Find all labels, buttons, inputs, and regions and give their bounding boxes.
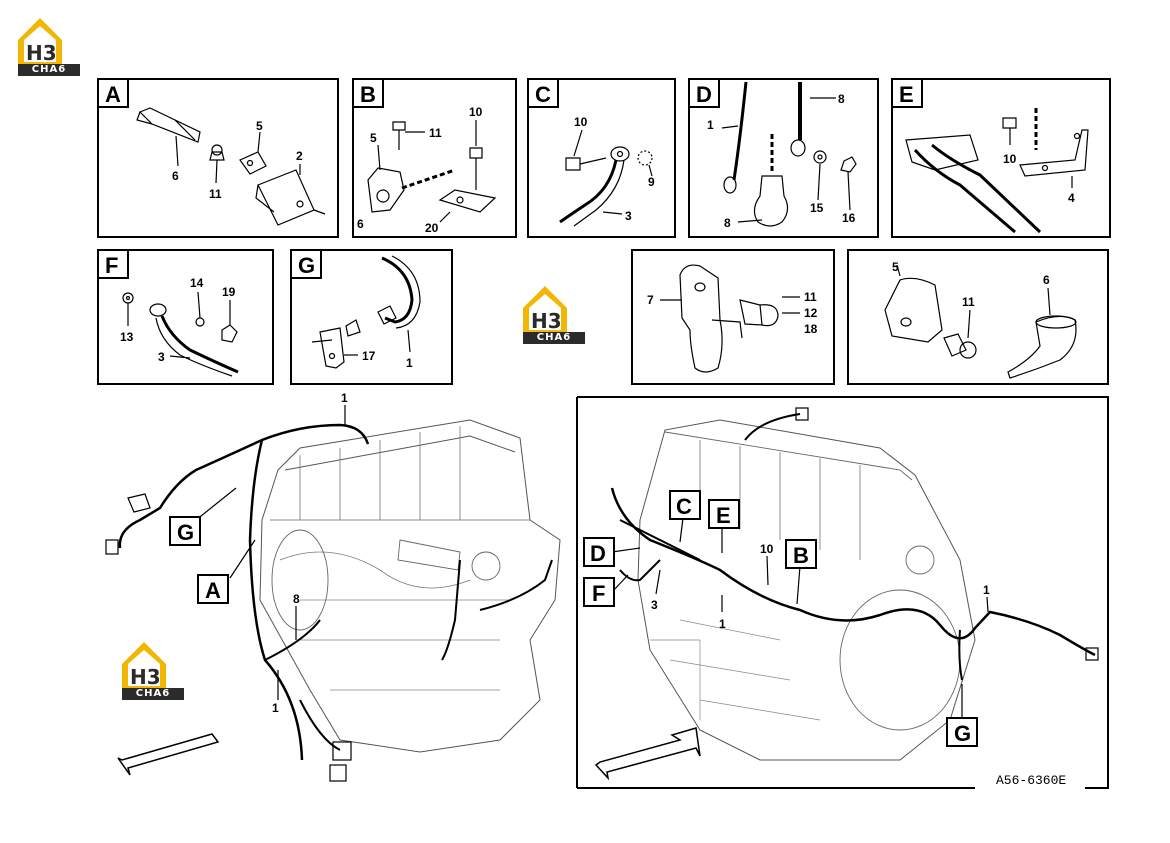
- callout-b-10: 10: [469, 105, 483, 119]
- callout-f-19: 19: [222, 285, 236, 299]
- left-engine-view: 1 8 1 G A: [105, 391, 561, 782]
- right-callout-1-right: 1: [983, 583, 990, 597]
- right-engine-view: 10 3 1 1 C E D B F G A56-6360E: [576, 396, 1109, 789]
- callout-f-14: 14: [190, 276, 204, 290]
- panel-f: F 14 19 13 3: [97, 249, 274, 385]
- callout-g-1: 1: [406, 356, 413, 370]
- callout-a-2: 2: [296, 149, 303, 163]
- panel-e: E 10 4: [891, 78, 1111, 238]
- panel-b-letter: B: [360, 82, 376, 107]
- panel-c: C 10 9 3: [527, 78, 676, 238]
- brand-logo-top: H3: [18, 18, 62, 65]
- callout-b-11: 11: [429, 126, 442, 140]
- callout-d-8-bottom: 8: [724, 216, 731, 230]
- figure-code: A56-6360E: [996, 773, 1066, 788]
- panel-d: D 8 1 8 15 16: [688, 78, 879, 238]
- brand-name-top: CHA6: [18, 64, 80, 76]
- callout-i-5: 5: [892, 260, 899, 274]
- brand-name-middle: CHA6: [523, 332, 585, 344]
- left-tag-a: A: [205, 578, 221, 603]
- panel-f-letter: F: [105, 253, 118, 278]
- svg-text:H3: H3: [531, 309, 562, 333]
- brand-logo-middle: H3: [523, 286, 567, 333]
- right-callout-3: 3: [651, 598, 658, 612]
- callout-d-1: 1: [707, 118, 714, 132]
- callout-b-5: 5: [370, 131, 377, 145]
- callout-f-13: 13: [120, 330, 134, 344]
- callout-e-10: 10: [1003, 152, 1017, 166]
- callout-c-3: 3: [625, 209, 632, 223]
- callout-i-11: 11: [962, 295, 975, 309]
- panel-g-letter: G: [298, 253, 315, 278]
- callout-c-10: 10: [574, 115, 588, 129]
- callout-h-12: 12: [804, 306, 818, 320]
- callout-a-5: 5: [256, 119, 263, 133]
- panel-a: A 5 2 6 11: [97, 78, 339, 238]
- panel-c-letter: C: [535, 82, 551, 107]
- right-tag-d: D: [590, 541, 606, 566]
- callout-b-6: 6: [357, 217, 364, 231]
- callout-h-11: 11: [804, 290, 817, 304]
- right-callout-10: 10: [760, 542, 774, 556]
- callout-a-11: 11: [209, 187, 222, 201]
- callout-d-8-top: 8: [838, 92, 845, 106]
- panel-clip-5: 5 11 6: [847, 249, 1109, 385]
- callout-b-20: 20: [425, 221, 439, 235]
- brand-name-bottom: CHA6: [122, 688, 184, 700]
- callout-a-6: 6: [172, 169, 179, 183]
- right-tag-b: B: [793, 543, 809, 568]
- callout-h-7: 7: [647, 293, 654, 307]
- callout-f-3: 3: [158, 350, 165, 364]
- panel-a-letter: A: [105, 82, 121, 107]
- brand-logo-bottom: H3: [122, 642, 166, 689]
- svg-text:H3: H3: [26, 41, 57, 65]
- right-callout-1-left: 1: [719, 617, 726, 631]
- callout-g-17: 17: [362, 349, 376, 363]
- panel-g: G 17 1: [290, 249, 453, 385]
- left-callout-1-top: 1: [341, 391, 348, 405]
- right-tag-e: E: [716, 503, 731, 528]
- callout-h-18: 18: [804, 322, 818, 336]
- callout-d-15: 15: [810, 201, 824, 215]
- right-tag-g: G: [954, 721, 971, 746]
- panel-e-letter: E: [899, 82, 914, 107]
- panel-clip-7: 7 11 12 18: [631, 249, 835, 385]
- callout-e-4: 4: [1068, 191, 1075, 205]
- callout-c-9: 9: [648, 175, 655, 189]
- panel-b: B 10 5 11 6 20: [352, 78, 517, 238]
- callout-i-6: 6: [1043, 273, 1050, 287]
- svg-text:H3: H3: [130, 665, 161, 689]
- left-callout-8: 8: [293, 592, 300, 606]
- right-tag-f: F: [592, 581, 605, 606]
- panel-d-letter: D: [696, 82, 712, 107]
- left-callout-1-bottom: 1: [272, 701, 279, 715]
- left-tag-g: G: [177, 520, 194, 545]
- right-tag-c: C: [676, 494, 692, 519]
- callout-d-16: 16: [842, 211, 856, 225]
